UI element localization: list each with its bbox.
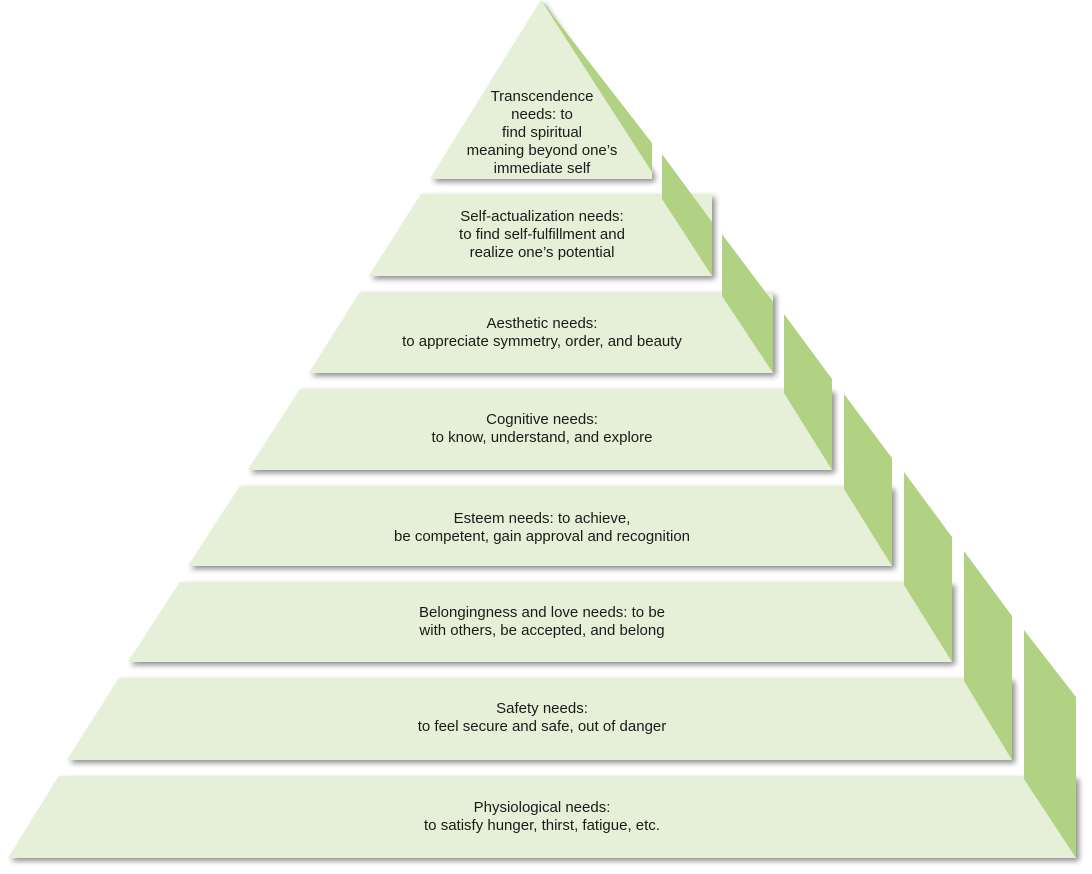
tier-side-belongingness bbox=[904, 472, 952, 662]
tier-face-safety bbox=[67, 678, 1012, 760]
tier-label-physiological: Physiological needs: to satisfy hunger, … bbox=[424, 799, 660, 834]
tier-side-aesthetic bbox=[722, 234, 773, 373]
tier-label-self-actualization: Self-actualization needs: to find self-f… bbox=[459, 208, 625, 261]
tier-face-cognitive bbox=[248, 389, 832, 470]
tier-face-transcendence bbox=[430, 0, 652, 179]
tier-face-physiological bbox=[8, 776, 1076, 858]
tier-side-safety bbox=[964, 551, 1012, 760]
tier-face-aesthetic bbox=[309, 292, 773, 373]
tier-side-self-actualization bbox=[662, 154, 712, 276]
tier-side-transcendence bbox=[541, 0, 652, 172]
tier-label-esteem: Esteem needs: to achieve, be competent, … bbox=[393, 510, 691, 545]
tier-face-belongingness bbox=[128, 582, 952, 662]
tier-side-esteem bbox=[844, 394, 892, 566]
tier-label-belongingness: Belongingness and love needs: to be with… bbox=[418, 604, 666, 639]
tier-side-cognitive bbox=[784, 314, 832, 470]
tier-face-self-actualization bbox=[369, 194, 712, 276]
tier-label-cognitive: Cognitive needs: to know, understand, an… bbox=[431, 411, 653, 446]
tier-label-transcendence: Transcendence needs: to find spiritual m… bbox=[466, 88, 618, 177]
tier-label-aesthetic: Aesthetic needs: to appreciate symmetry,… bbox=[402, 315, 682, 350]
tier-face-esteem bbox=[188, 486, 892, 566]
tier-side-physiological bbox=[1024, 630, 1076, 858]
tier-label-safety: Safety needs: to feel secure and safe, o… bbox=[417, 700, 667, 735]
